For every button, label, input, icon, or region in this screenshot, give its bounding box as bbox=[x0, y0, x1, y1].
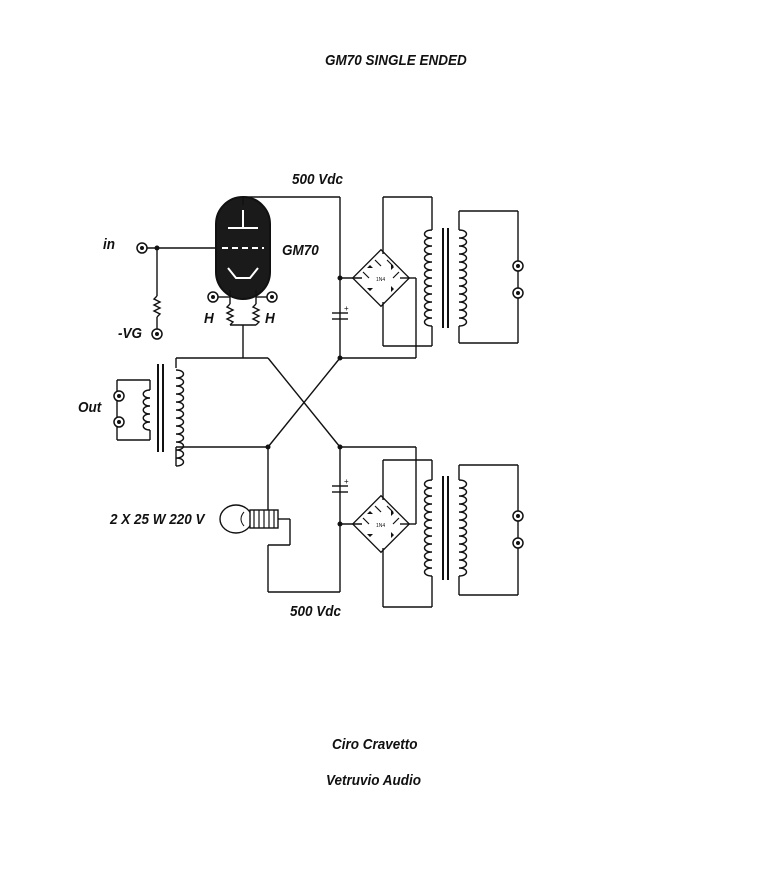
lamp-icon bbox=[219, 504, 279, 534]
gm70-tube bbox=[215, 196, 271, 300]
svg-text:+: + bbox=[344, 304, 349, 313]
svg-text:+: + bbox=[344, 477, 349, 486]
bridge-rectifier-top: 1N4 bbox=[352, 249, 410, 307]
terminal-icons bbox=[113, 242, 524, 549]
bridge-marking: 1N4 bbox=[376, 277, 385, 283]
tube-label: GM70 bbox=[282, 242, 319, 259]
supply-top-label: 500 Vdc bbox=[292, 171, 344, 188]
heater-left-label: H bbox=[204, 310, 214, 327]
company-credit: Vetruvio Audio bbox=[326, 772, 422, 789]
diagram-title: GM70 SINGLE ENDED bbox=[325, 52, 467, 69]
heater-right-label: H bbox=[265, 310, 275, 327]
input-label: in bbox=[103, 236, 116, 253]
bridge-rectifier-bottom: 1N4 bbox=[352, 495, 410, 553]
grid-bias-label: -VG bbox=[118, 325, 143, 342]
output-label: Out bbox=[78, 399, 102, 416]
supply-bottom-label: 500 Vdc bbox=[290, 603, 342, 620]
lamp-label: 2 X 25 W 220 V bbox=[110, 511, 205, 528]
bridge-marking: 1N4 bbox=[376, 523, 385, 529]
author-credit: Ciro Cravetto bbox=[332, 736, 418, 753]
